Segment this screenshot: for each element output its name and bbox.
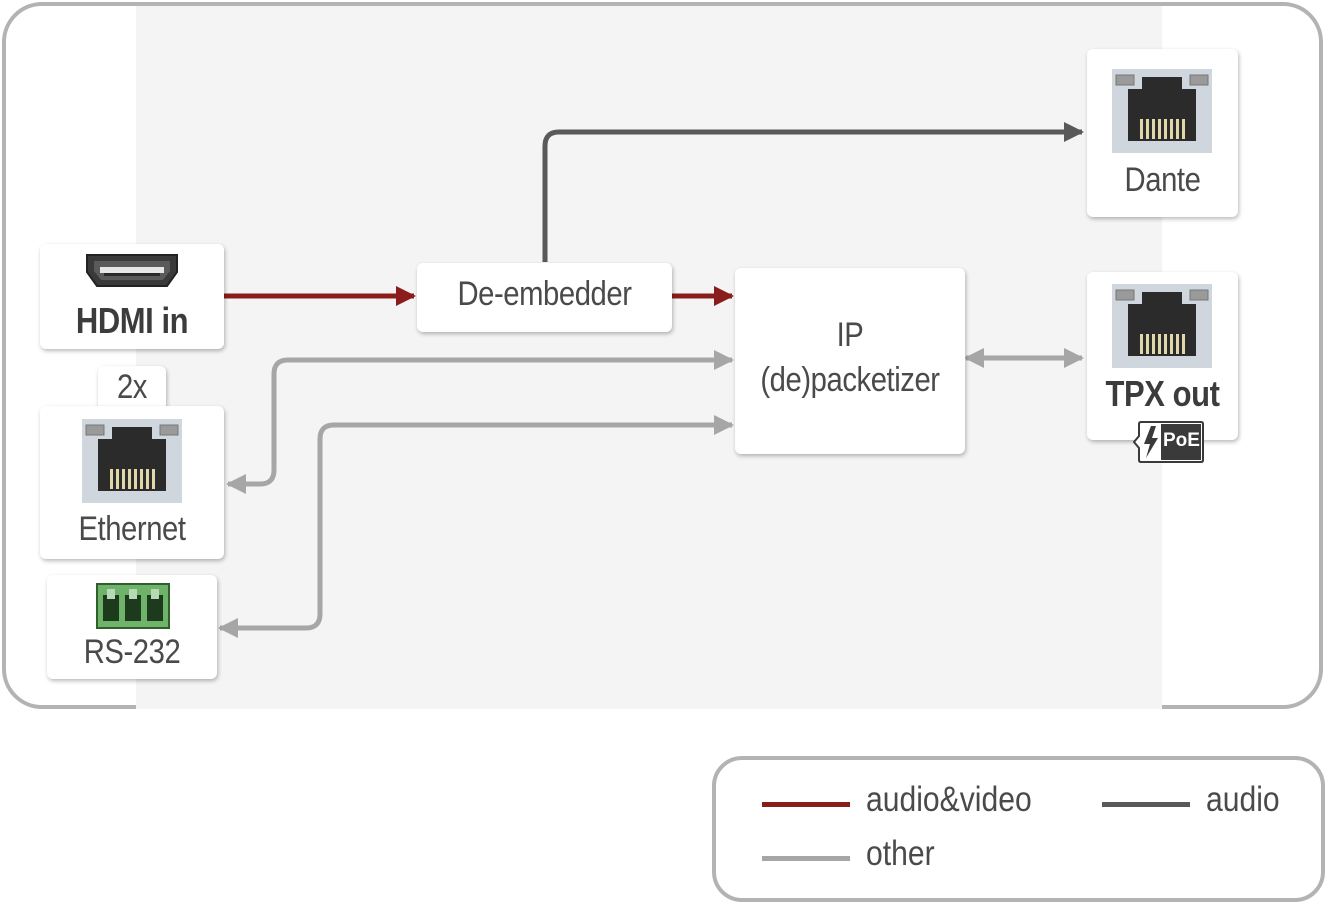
legend-other-label: other xyxy=(866,834,935,873)
ip-label: IP xyxy=(836,316,864,354)
poe-badge: PoE xyxy=(1133,420,1205,464)
dante-box: Dante xyxy=(1087,49,1238,217)
poe-label: PoE xyxy=(1163,430,1200,451)
ethernet-label: Ethernet xyxy=(78,510,186,548)
rs232-box: RS-232 xyxy=(47,575,217,679)
tpx-out-label: TPX out xyxy=(1105,373,1220,414)
rj45-port-icon xyxy=(1112,284,1212,368)
legend-av-swatch xyxy=(762,802,850,807)
de-embedder-label: De-embedder xyxy=(457,275,632,313)
legend-other-swatch xyxy=(762,856,850,861)
legend: audio&video audio other xyxy=(712,756,1325,902)
other-line-ip-to-rs232 xyxy=(218,415,734,638)
other-line-ip-to-ethernet xyxy=(226,350,734,494)
legend-audio-swatch xyxy=(1102,802,1190,807)
ethernet-count-label: 2x xyxy=(116,368,148,406)
legend-av-label: audio&video xyxy=(866,780,1032,819)
legend-audio-label: audio xyxy=(1206,780,1280,819)
rs232-label: RS-232 xyxy=(83,633,181,671)
ethernet-count-badge: 2x xyxy=(98,366,166,411)
hdmi-port-icon xyxy=(86,254,178,287)
audio-line-to-dante xyxy=(542,122,1084,262)
de-embedder-box: De-embedder xyxy=(417,263,672,332)
rj45-port-icon xyxy=(1112,69,1212,153)
depacketizer-label: (de)packetizer xyxy=(760,361,940,399)
poe-icon xyxy=(1133,421,1204,463)
dante-label: Dante xyxy=(1124,161,1201,199)
hdmi-in-box: HDMI in xyxy=(40,244,224,349)
hdmi-in-label: HDMI in xyxy=(75,300,189,341)
ethernet-box: Ethernet xyxy=(40,406,224,559)
ip-depacketizer-box: IP (de)packetizer xyxy=(735,268,965,454)
rj45-port-icon xyxy=(82,419,182,503)
terminal-block-icon xyxy=(96,583,170,629)
tpx-out-box: TPX out xyxy=(1087,272,1238,440)
